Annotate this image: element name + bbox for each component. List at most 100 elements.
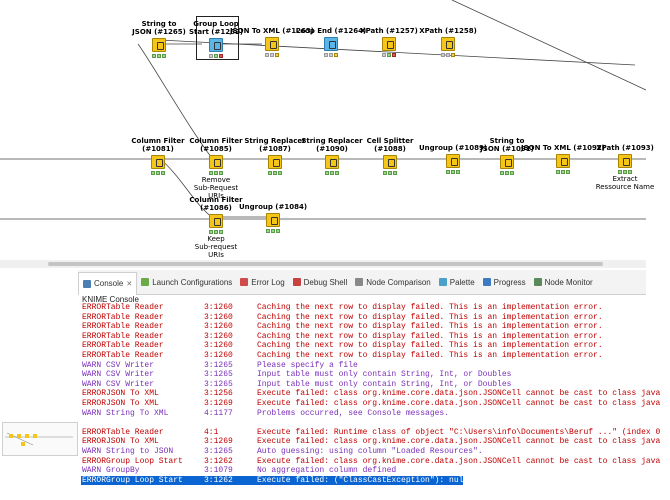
node-status	[209, 230, 223, 234]
log-message: Caching the next row to display failed. …	[257, 322, 603, 332]
node-string-to-json-1265[interactable]: String to JSON (#1265)	[114, 20, 204, 58]
node-label: String to JSON (#1091)	[480, 137, 534, 153]
wire	[451, 0, 647, 91]
tab-palette[interactable]: Palette	[435, 270, 479, 294]
string-to-json-icon	[152, 38, 166, 52]
string-to-json-icon	[500, 155, 514, 169]
log-level: ERROR	[82, 350, 107, 360]
node-column-filter-1086[interactable]: Column Filter (#1086) Keep Sub-request U…	[171, 196, 261, 259]
log-source: GroupBy	[106, 466, 140, 476]
log-source: JSON To XML	[106, 398, 159, 408]
node-label: Cell Splitter (#1088)	[366, 137, 414, 153]
tab-node-comparison[interactable]: Node Comparison	[351, 270, 434, 294]
log-node-id: 3:1260	[204, 350, 233, 360]
tab-console[interactable]: Console ✕	[78, 271, 138, 295]
node-string-to-json-1091[interactable]: String to JSON (#1091)	[462, 137, 552, 175]
log-message: Auto guessing: using column "Loaded Reso…	[257, 446, 483, 456]
log-source: CSV Writer	[106, 370, 155, 380]
node-annotation: Extract Ressource Name	[595, 175, 655, 191]
workflow-canvas[interactable]: String to JSON (#1265) Group Loop Start …	[0, 0, 654, 268]
log-node-id: 3:1269	[204, 437, 233, 447]
node-ungroup-1089[interactable]: Ungroup (#1089)	[408, 144, 498, 174]
log-message: Execute failed: class org.knime.core.dat…	[257, 456, 661, 466]
tab-progress[interactable]: Progress	[479, 270, 530, 294]
xpath-icon	[618, 154, 632, 168]
node-json-to-xml-1263[interactable]: JSON To XML (#1263)	[227, 27, 317, 57]
log-level: WARN	[82, 379, 102, 389]
node-xpath-1257[interactable]: XPath (#1257)	[344, 27, 434, 57]
log-source: JSON To XML	[106, 389, 159, 399]
log-level: ERROR	[82, 456, 107, 466]
node-json-to-xml-1092[interactable]: JSON To XML (#1092)	[518, 144, 608, 174]
log-level: ERROR	[82, 341, 107, 351]
wire	[137, 43, 213, 159]
scrollbar-thumb[interactable]	[48, 262, 603, 266]
node-status	[441, 53, 455, 57]
node-group-loop-start-1262[interactable]: Group Loop Start (#1262)	[171, 20, 261, 58]
tab-label: Node Monitor	[544, 277, 593, 287]
node-ungroup-1084[interactable]: Ungroup (#1084)	[228, 203, 318, 233]
node-status	[500, 171, 514, 175]
tab-label: Console	[94, 279, 124, 288]
horizontal-scrollbar[interactable]	[0, 260, 646, 268]
node-xpath-1258[interactable]: XPath (#1258)	[403, 27, 493, 57]
node-column-filter-1085[interactable]: Column Filter (#1085) Remove Sub-Request…	[171, 137, 261, 200]
log-node-id: 4:1177	[204, 408, 233, 418]
log-level: ERROR	[82, 331, 107, 341]
log-level: ERROR	[82, 427, 107, 437]
log-source: Table Reader	[106, 303, 164, 312]
node-label: XPath (#1093)	[596, 144, 654, 152]
log-source: Table Reader	[106, 341, 164, 351]
node-loop-end-1264[interactable]: Loop End (#1264)	[286, 27, 376, 57]
xpath-icon	[382, 37, 396, 51]
node-comparison-icon	[355, 278, 364, 286]
tab-node-monitor[interactable]: Node Monitor	[530, 270, 597, 294]
workflow-outline-thumbnail[interactable]	[2, 422, 78, 456]
node-label: Column Filter (#1086)	[189, 196, 243, 212]
log-level: ERROR	[82, 389, 107, 399]
log-row[interactable]	[78, 418, 646, 428]
log-node-id: 3:1256	[204, 389, 233, 399]
node-xpath-1093[interactable]: XPath (#1093) Extract Ressource Name	[580, 144, 670, 191]
log-message: Caching the next row to display failed. …	[257, 350, 603, 360]
log-node-id: 3:1260	[204, 341, 233, 351]
node-status	[265, 53, 279, 57]
node-column-filter-1081[interactable]: Column Filter (#1081)	[113, 137, 203, 175]
log-source: Table Reader	[106, 312, 164, 322]
node-string-replacer-1090[interactable]: String Replacer (#1090)	[287, 137, 377, 175]
node-cell-splitter-1088[interactable]: Cell Splitter (#1088)	[345, 137, 435, 175]
tab-label: Progress	[493, 277, 526, 287]
tab-launch-configurations[interactable]: Launch Configurations	[137, 270, 236, 294]
log-message: Execute failed: class org.knime.core.dat…	[257, 437, 661, 447]
close-icon[interactable]: ✕	[126, 280, 133, 288]
log-source: CSV Writer	[106, 379, 155, 389]
log-message: Input table must only contain String, In…	[257, 370, 512, 380]
log-source: Table Reader	[106, 427, 164, 437]
tab-error-log[interactable]: Error Log	[236, 270, 288, 294]
node-label: JSON To XML (#1092)	[521, 144, 605, 152]
log-level: ERROR	[82, 303, 107, 312]
tab-debug-shell[interactable]: Debug Shell	[289, 270, 352, 294]
node-string-replacer-1087[interactable]: String Replacer (#1087)	[230, 137, 320, 175]
log-message: Execute failed: class org.knime.core.dat…	[257, 389, 661, 399]
node-annotation: Remove Sub-Request URIs	[193, 176, 239, 200]
